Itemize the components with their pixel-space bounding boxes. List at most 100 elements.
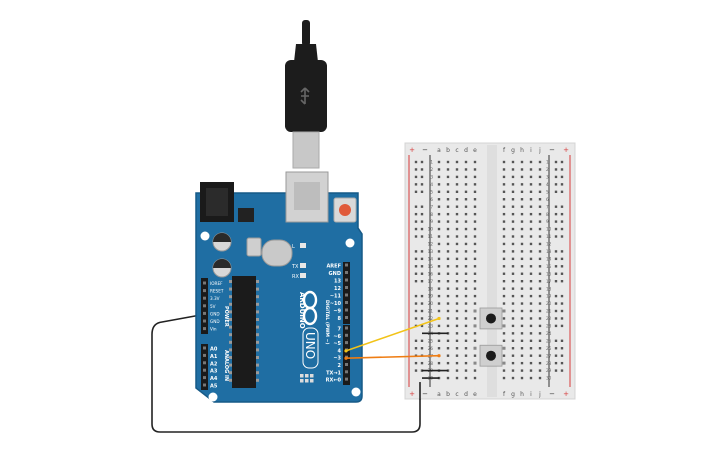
breadboard-hole[interactable] — [520, 294, 524, 298]
breadboard-hole[interactable] — [529, 302, 533, 305]
breadboard-hole[interactable] — [529, 235, 533, 238]
breadboard-hole[interactable] — [502, 294, 506, 298]
rail-hole[interactable] — [414, 369, 418, 372]
rail-hole[interactable] — [414, 257, 418, 261]
rail-hole[interactable] — [560, 175, 564, 179]
rail-hole[interactable] — [554, 168, 558, 171]
breadboard-hole[interactable] — [464, 183, 468, 186]
breadboard-hole[interactable] — [446, 168, 450, 171]
breadboard-hole[interactable] — [464, 317, 468, 320]
rail-hole[interactable] — [560, 257, 564, 261]
rail-hole[interactable] — [420, 361, 424, 365]
analog-pin-socket[interactable] — [203, 368, 206, 372]
breadboard-hole[interactable] — [437, 309, 441, 313]
breadboard-hole[interactable] — [473, 250, 477, 253]
breadboard-hole[interactable] — [464, 339, 468, 342]
breadboard-hole[interactable] — [473, 339, 477, 342]
breadboard-hole[interactable] — [502, 183, 506, 186]
rail-hole[interactable] — [420, 272, 424, 275]
breadboard-hole[interactable] — [511, 369, 515, 372]
breadboard-hole[interactable] — [455, 242, 459, 246]
breadboard-hole[interactable] — [511, 160, 515, 164]
rail-hole[interactable] — [554, 160, 558, 164]
rail-hole[interactable] — [554, 280, 558, 283]
rail-hole[interactable] — [420, 190, 424, 193]
rail-hole[interactable] — [420, 294, 424, 298]
breadboard-hole[interactable] — [511, 280, 515, 283]
breadboard-hole[interactable] — [473, 257, 477, 261]
rail-hole[interactable] — [554, 220, 558, 223]
breadboard-hole[interactable] — [446, 354, 450, 357]
breadboard-hole[interactable] — [437, 235, 441, 238]
breadboard-hole[interactable] — [538, 257, 542, 261]
breadboard-hole[interactable] — [464, 361, 468, 365]
breadboard-hole[interactable] — [502, 369, 506, 372]
breadboard-hole[interactable] — [529, 324, 533, 328]
breadboard-hole[interactable] — [529, 242, 533, 246]
breadboard-hole[interactable] — [464, 175, 468, 179]
breadboard-hole[interactable] — [446, 339, 450, 342]
breadboard-hole[interactable] — [446, 309, 450, 313]
breadboard-hole[interactable] — [437, 183, 441, 186]
breadboard-hole[interactable] — [520, 205, 524, 208]
power-pin-socket[interactable] — [203, 304, 206, 308]
breadboard-hole[interactable] — [529, 250, 533, 253]
rail-hole[interactable] — [414, 272, 418, 275]
breadboard-hole[interactable] — [538, 242, 542, 246]
breadboard-hole[interactable] — [455, 168, 459, 171]
breadboard-hole[interactable] — [520, 212, 524, 216]
pushbutton-1[interactable] — [473, 307, 506, 330]
breadboard-hole[interactable] — [437, 324, 441, 328]
breadboard-hole[interactable] — [502, 332, 506, 335]
breadboard-hole[interactable] — [455, 302, 459, 305]
breadboard-hole[interactable] — [502, 227, 506, 231]
breadboard-hole[interactable] — [446, 257, 450, 261]
breadboard-hole[interactable] — [529, 183, 533, 186]
digital-pin-socket[interactable] — [345, 326, 348, 330]
rail-hole[interactable] — [414, 175, 418, 179]
rail-hole[interactable] — [414, 168, 418, 171]
breadboard-hole[interactable] — [437, 361, 441, 365]
breadboard-hole[interactable] — [529, 280, 533, 283]
rail-hole[interactable] — [560, 183, 564, 186]
rail-hole[interactable] — [414, 212, 418, 216]
digital-pin-socket[interactable] — [345, 333, 348, 337]
breadboard-hole[interactable] — [464, 227, 468, 231]
rail-hole[interactable] — [554, 190, 558, 193]
breadboard-hole[interactable] — [520, 354, 524, 357]
breadboard-hole[interactable] — [455, 257, 459, 261]
rail-hole[interactable] — [560, 347, 564, 350]
breadboard-hole[interactable] — [437, 250, 441, 253]
breadboard-hole[interactable] — [529, 294, 533, 298]
breadboard-hole[interactable] — [520, 242, 524, 246]
breadboard-hole[interactable] — [538, 317, 542, 320]
rail-hole[interactable] — [420, 183, 424, 186]
breadboard-hole[interactable] — [446, 160, 450, 164]
rail-hole[interactable] — [560, 294, 564, 298]
rail-hole[interactable] — [414, 227, 418, 231]
breadboard-hole[interactable] — [473, 265, 477, 268]
rail-hole[interactable] — [560, 302, 564, 305]
breadboard-hole[interactable] — [520, 287, 524, 290]
rail-hole[interactable] — [420, 175, 424, 179]
breadboard-hole[interactable] — [511, 168, 515, 171]
breadboard-hole[interactable] — [538, 220, 542, 223]
rail-hole[interactable] — [560, 272, 564, 275]
power-pin-socket[interactable] — [203, 289, 206, 293]
breadboard-hole[interactable] — [464, 354, 468, 357]
breadboard-hole[interactable] — [446, 212, 450, 216]
breadboard-hole[interactable] — [455, 160, 459, 164]
breadboard-hole[interactable] — [437, 257, 441, 261]
breadboard-hole[interactable] — [511, 265, 515, 268]
breadboard-hole[interactable] — [538, 198, 542, 201]
breadboard-hole[interactable] — [473, 317, 477, 320]
digital-pin-socket[interactable] — [345, 278, 348, 282]
rail-hole[interactable] — [414, 235, 418, 238]
rail-hole[interactable] — [554, 339, 558, 342]
breadboard-hole[interactable] — [464, 212, 468, 216]
breadboard-hole[interactable] — [473, 287, 477, 290]
breadboard-hole[interactable] — [502, 317, 506, 320]
breadboard-hole[interactable] — [473, 280, 477, 283]
breadboard-hole[interactable] — [502, 242, 506, 246]
rail-hole[interactable] — [420, 205, 424, 208]
